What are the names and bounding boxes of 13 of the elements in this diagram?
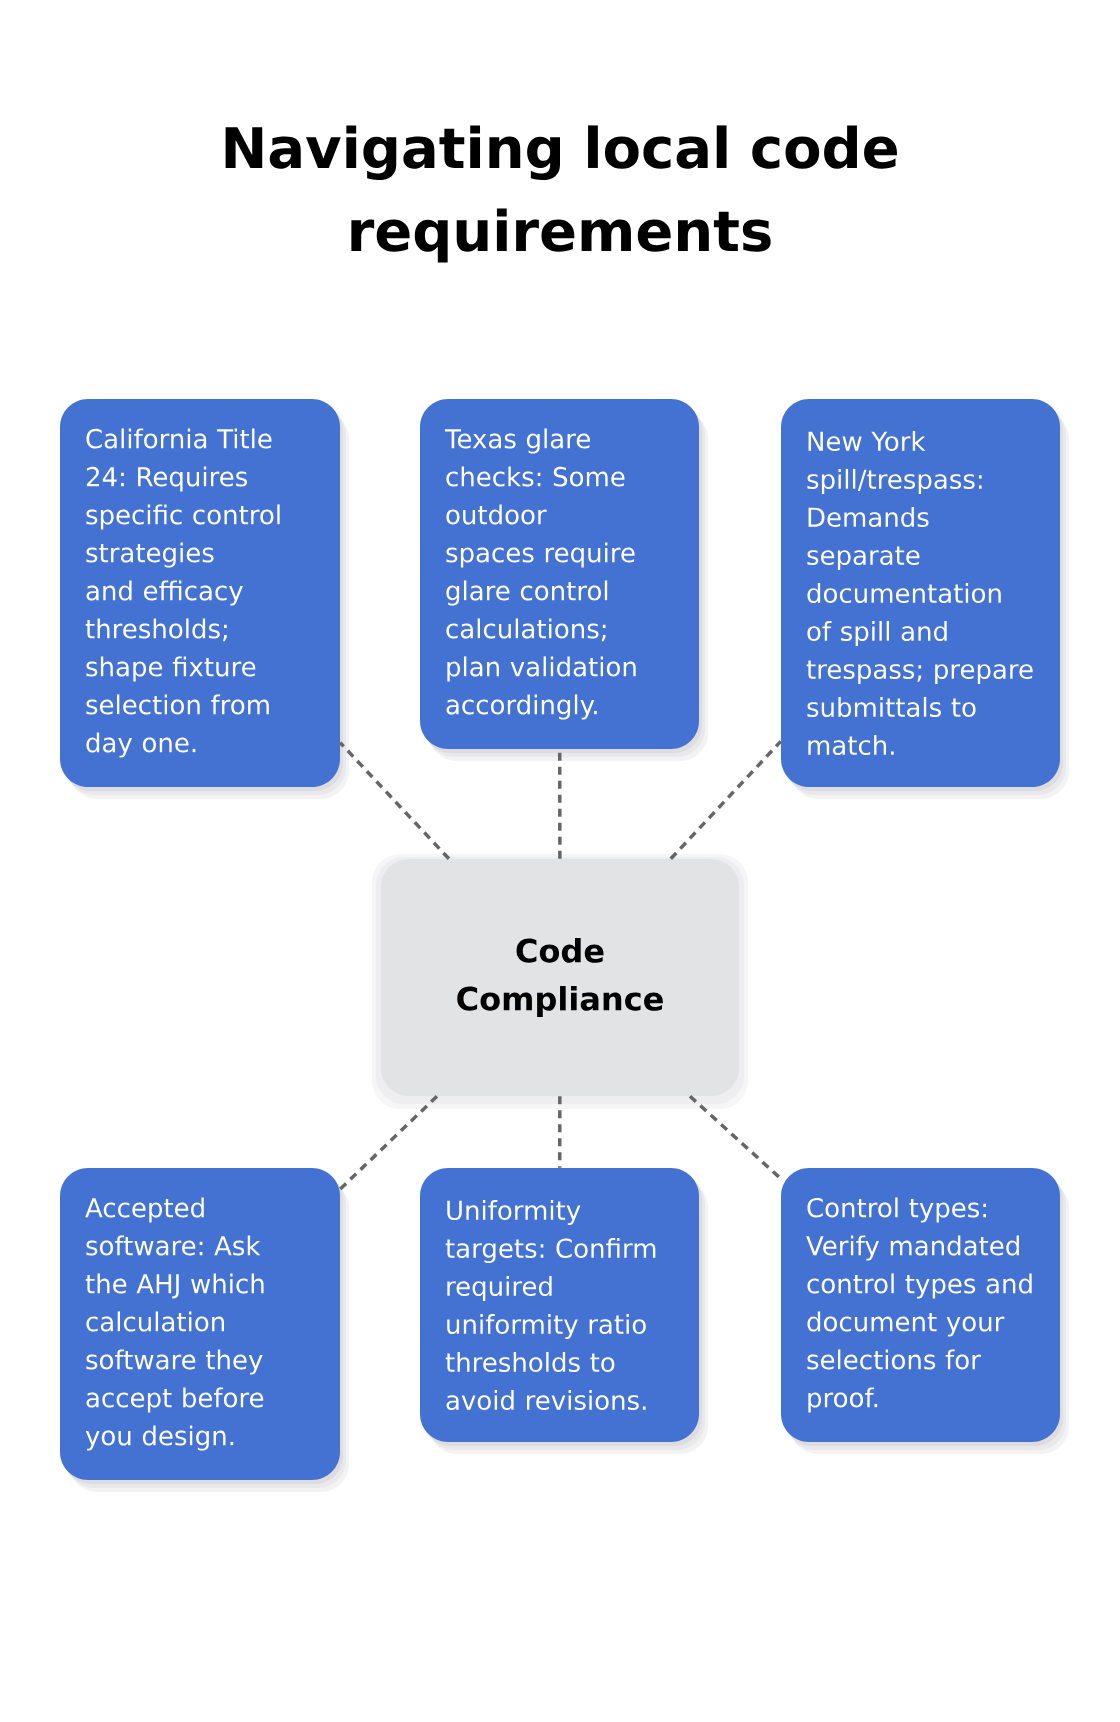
title: Navigating local code requirements: [225, 125, 897, 263]
dashed-line: [338, 741, 451, 860]
text-card: Uniformity targets: Confirm required uniformity ratio thresholds to avoid revisions.: [420, 1168, 708, 1454]
text-card: California Title 24: Requires specific control strategies and efficacy thresholds; shape fixture selection from day one.: [60, 399, 349, 799]
dashed-line: [557, 1096, 562, 1168]
dashed-line: [339, 1094, 439, 1191]
dashed-line: [688, 1094, 782, 1180]
text-card: Control types: Verify mandated control types and document your selections for proof.: [781, 1168, 1069, 1454]
hub-box: Code Compliance: [372, 854, 748, 1109]
dashed-line: [669, 740, 783, 860]
text-card: Texas glare checks: Some outdoor spaces require glare control calculations; plan validation accordingly.: [420, 399, 708, 761]
text-card: Accepted software: Ask the AHJ which calculation software they accept before you design.: [60, 1168, 349, 1492]
text-card: New York spill/trespass: Demands separate documentation of spill and trespass; prepare submittals to match.: [781, 399, 1069, 799]
